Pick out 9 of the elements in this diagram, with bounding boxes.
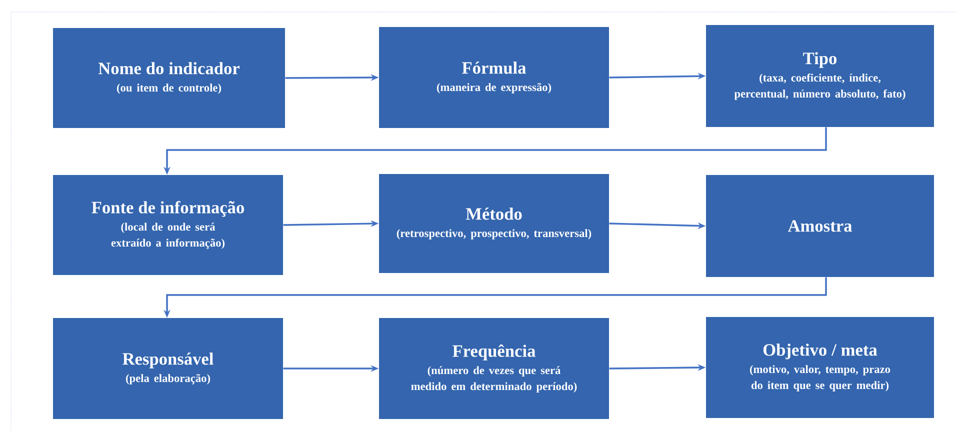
process-box: Fórmula (maneira de expressão) <box>379 27 609 128</box>
process-box: Objetivo / meta (motivo, valor, tempo, prazo do item que se quer medir) <box>706 317 934 418</box>
process-box: Tipo (taxa, coeficiente, índice, percentual, número absoluto, fato) <box>706 25 934 127</box>
process-box: Método (retrospectivo, prospectivo, transversal) <box>379 174 609 273</box>
process-box: Frequência (número de vezes que será medido em determinado período) <box>379 318 609 419</box>
process-box: Nome do indicador (ou item de controle) <box>53 28 285 128</box>
process-box: Fonte de informação (local de onde será extraído a informação) <box>53 175 283 275</box>
process-box: Amostra <box>706 175 934 277</box>
process-box: Responsável (pela elaboração) <box>53 318 283 419</box>
